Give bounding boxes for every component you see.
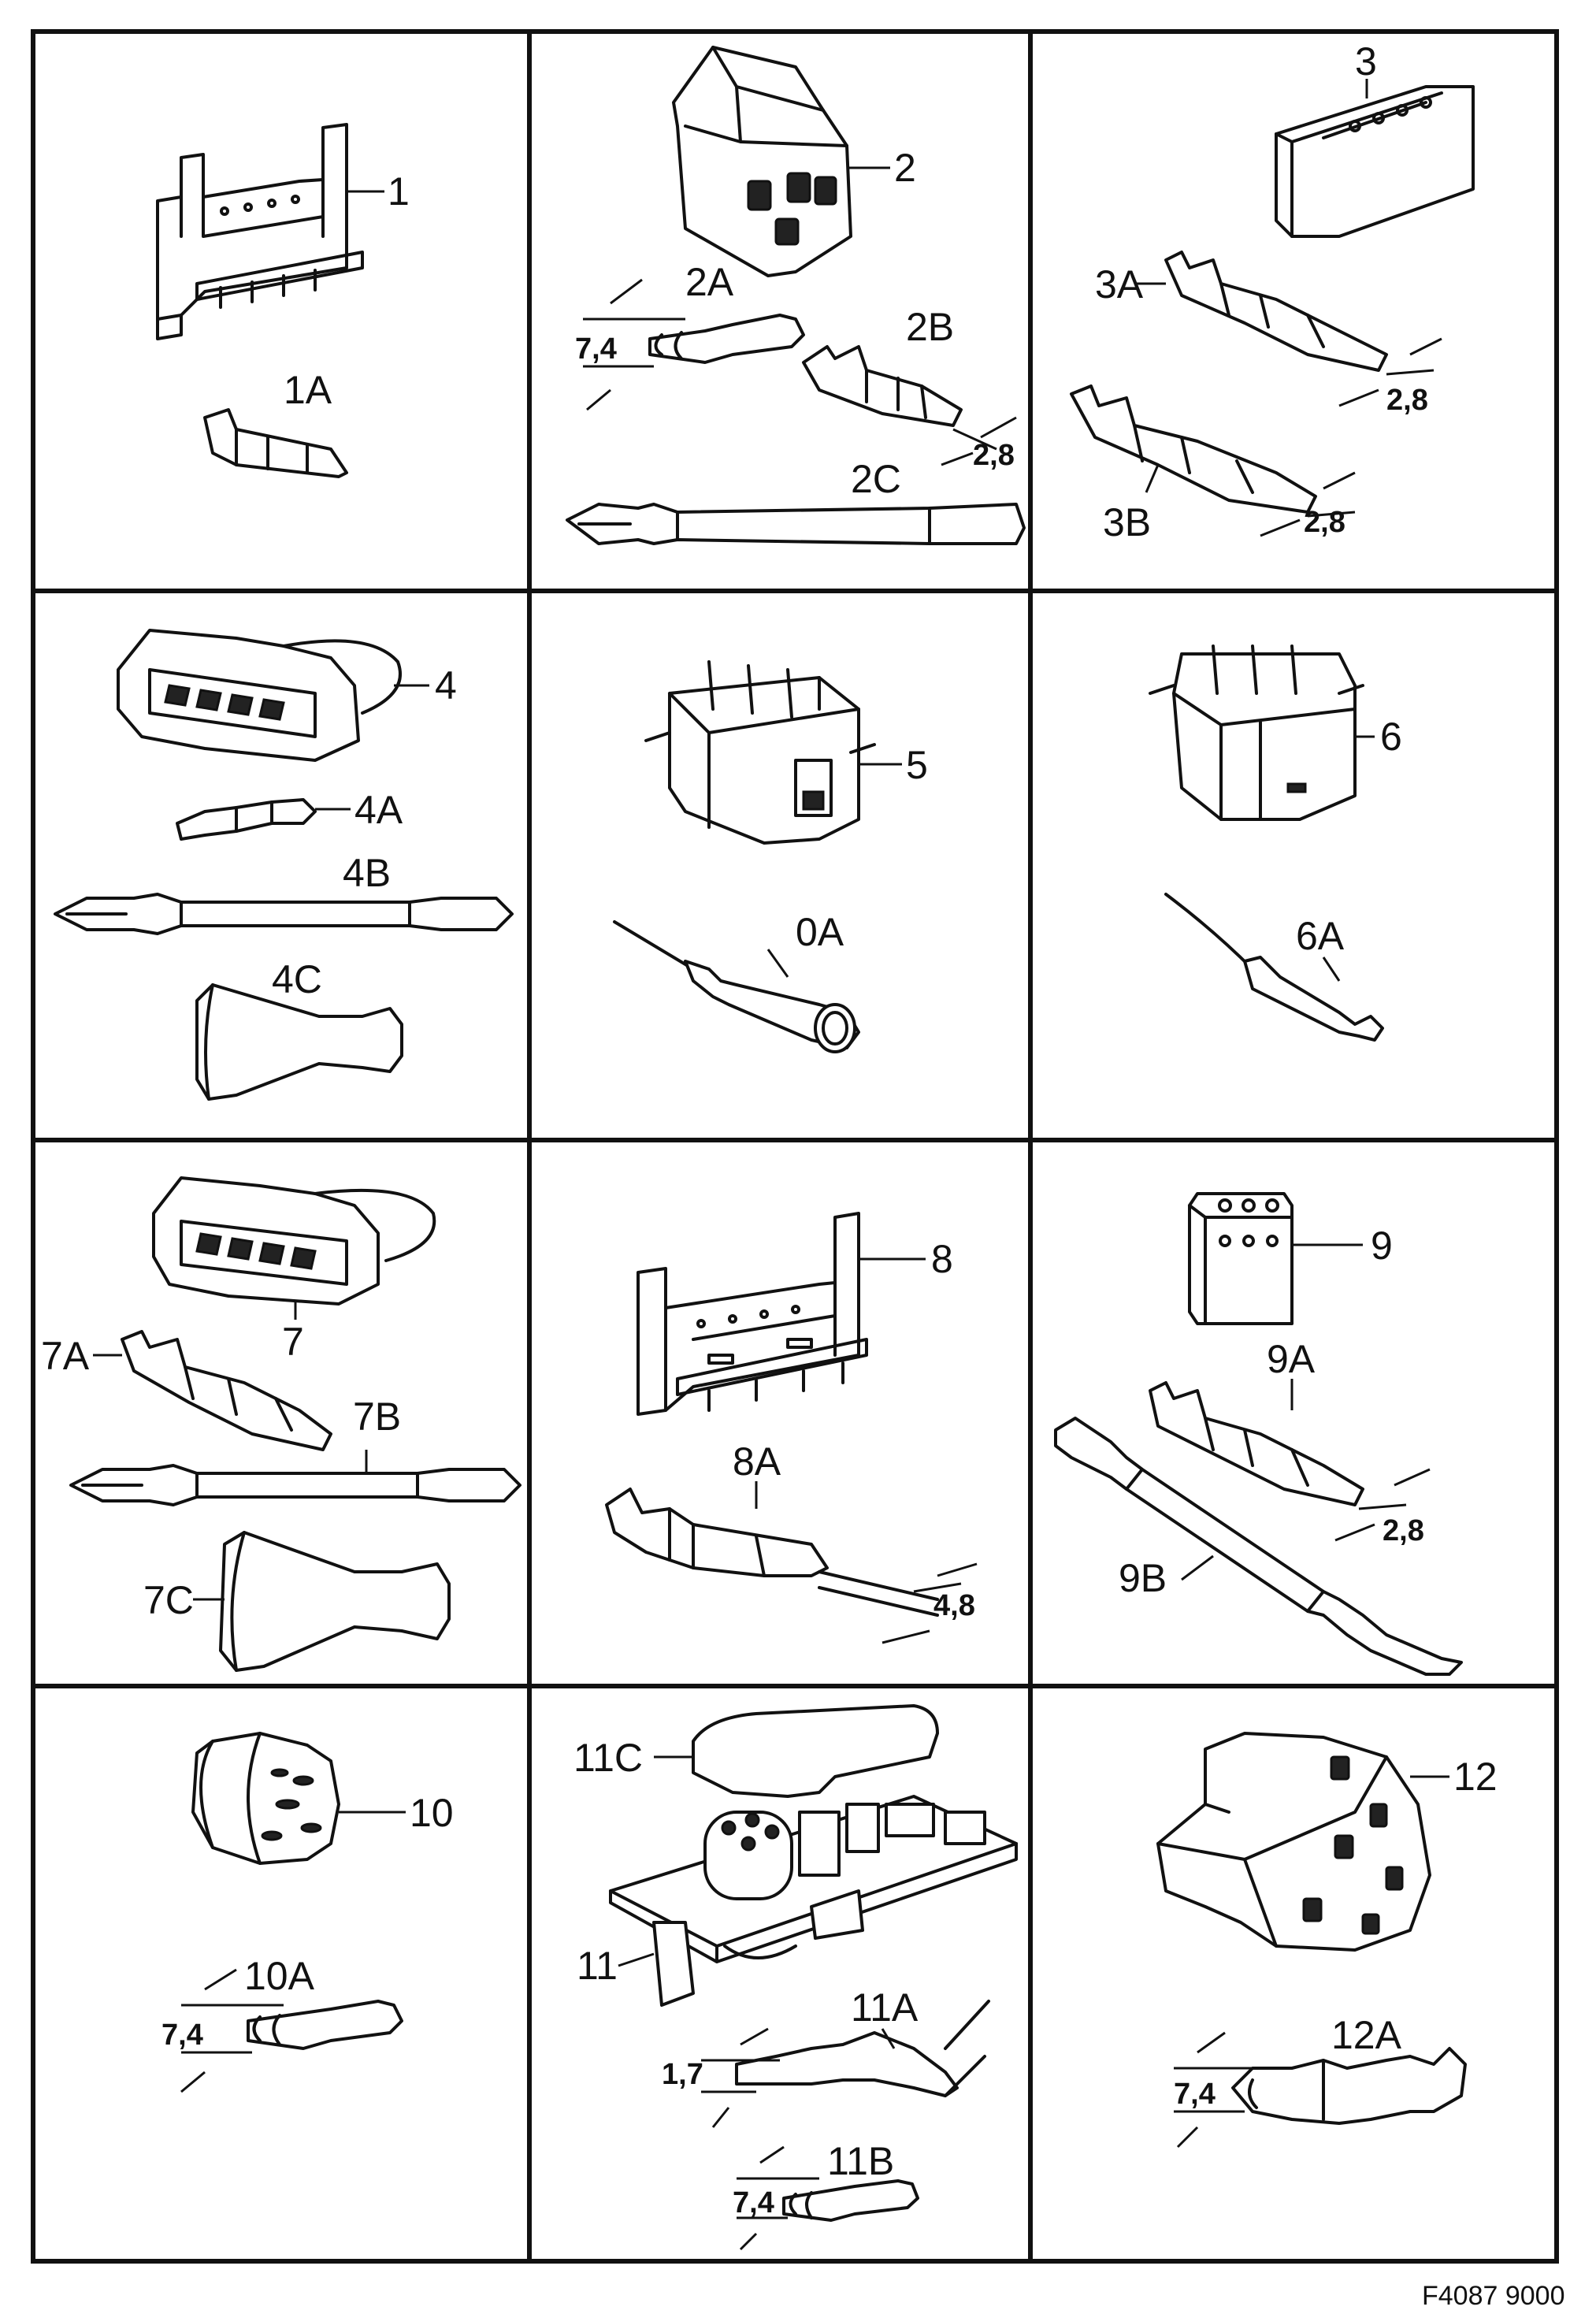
cell-6: 6 6A: [1149, 644, 1402, 1042]
boot-7c-drawing: [219, 1531, 451, 1672]
terminal-2a-drawing: [648, 314, 805, 364]
figure-code: F4087 9000: [1422, 2281, 1565, 2311]
terminal-2b-drawing: [802, 345, 963, 427]
cell-4: 4 4A 4B 4C: [54, 629, 514, 1101]
label-2: 2: [894, 146, 916, 190]
label-7c: 7C: [143, 1578, 194, 1622]
cell-12: 12 12A 7,4: [1156, 1732, 1498, 2149]
connector-8-drawing: [637, 1212, 868, 1416]
boot-4c-drawing: [195, 983, 403, 1101]
terminal-4b-drawing: [54, 893, 514, 935]
connector-4-drawing: [117, 629, 402, 762]
label-7a: 7A: [41, 1334, 90, 1378]
label-10: 10: [410, 1791, 454, 1835]
terminal-4a-drawing: [176, 798, 317, 841]
cover-11c-drawing: [692, 1704, 939, 1798]
connector-10-drawing: [191, 1732, 340, 1865]
label-10a: 10A: [244, 1954, 315, 1998]
connector-5-drawing: [644, 660, 876, 845]
board-11-drawing: [609, 1795, 1018, 2007]
terminal-11a-drawing: [735, 2000, 990, 2097]
terminal-8a-drawing: [605, 1488, 939, 1617]
terminal-3a-drawing: [1164, 251, 1388, 372]
label-11b: 11B: [827, 2139, 894, 2183]
label-2b: 2B: [906, 305, 954, 349]
terminal-11b-drawing: [782, 2179, 919, 2222]
label-7: 7: [282, 1320, 304, 1364]
dim-9a: 2,8: [1383, 1514, 1424, 1547]
label-8: 8: [931, 1237, 953, 1281]
label-9: 9: [1371, 1224, 1393, 1268]
label-11a: 11A: [851, 1985, 919, 2030]
label-12: 12: [1453, 1755, 1498, 1799]
label-5: 5: [906, 743, 928, 787]
label-0a: 0A: [796, 910, 844, 954]
label-12a: 12A: [1331, 2013, 1402, 2057]
dim-3a: 2,8: [1386, 384, 1428, 417]
connector-2-drawing: [672, 46, 852, 277]
terminal-3b-drawing: [1070, 384, 1317, 514]
terminal-0a-drawing: [613, 920, 860, 1053]
label-3: 3: [1355, 39, 1377, 84]
connector-9-drawing: [1188, 1192, 1294, 1325]
cell-3: 3 3A 2,8 3B 2,8: [1070, 39, 1475, 544]
dim-11b: 7,4: [733, 2186, 774, 2219]
terminal-10a-drawing: [247, 2000, 403, 2050]
connector-7-drawing: [152, 1176, 436, 1306]
terminal-9a-drawing: [1149, 1381, 1364, 1506]
cell-10: 10 10A 7,4: [161, 1732, 454, 2093]
label-9b: 9B: [1119, 1556, 1167, 1600]
cell-9: 9 9A 2,8 9B: [1054, 1192, 1463, 1676]
cell-8: 8 8A 4,8: [605, 1212, 978, 1644]
terminal-6a-drawing: [1164, 893, 1384, 1042]
label-4a: 4A: [354, 788, 403, 832]
terminal-1a-drawing: [203, 408, 348, 478]
label-4c: 4C: [272, 957, 322, 1001]
terminal-2c-drawing: [566, 503, 1026, 545]
label-6: 6: [1380, 715, 1402, 759]
label-6a: 6A: [1296, 914, 1345, 958]
label-3b: 3B: [1103, 500, 1151, 544]
dim-12a: 7,4: [1174, 2078, 1216, 2111]
label-1a: 1A: [284, 368, 332, 412]
terminal-12a-drawing: [1231, 2047, 1467, 2125]
label-2c: 2C: [851, 457, 901, 501]
cell-7: 7 7A 7B 7C: [41, 1176, 521, 1672]
cell-11: 11C 11 11A 1,7 11B: [573, 1704, 1018, 2251]
label-11: 11: [577, 1944, 618, 1988]
connector-3-drawing: [1275, 85, 1475, 238]
connector-1-drawing: [156, 123, 364, 340]
terminal-9b-drawing: [1054, 1417, 1463, 1676]
cell-1: 1 1A: [156, 123, 410, 478]
dim-11a: 1,7: [662, 2058, 703, 2091]
label-4b: 4B: [343, 851, 391, 895]
dim-2b: 2,8: [973, 439, 1015, 472]
label-4: 4: [435, 663, 457, 708]
label-11c: 11C: [573, 1736, 643, 1780]
label-2a: 2A: [685, 260, 734, 304]
cell-2: 2 2A 7,4 2B 2,8 2C: [566, 46, 1026, 545]
dim-3b: 2,8: [1304, 506, 1345, 539]
label-8a: 8A: [733, 1439, 781, 1484]
terminal-7b-drawing: [69, 1464, 521, 1506]
dim-2a: 7,4: [575, 332, 617, 366]
label-7b: 7B: [353, 1395, 401, 1439]
label-9a: 9A: [1267, 1337, 1316, 1381]
cell-5: 5 0A: [613, 660, 928, 1053]
connector-12-drawing: [1156, 1732, 1431, 1952]
label-1: 1: [388, 169, 410, 214]
dim-8a: 4,8: [933, 1589, 975, 1622]
dim-10a: 7,4: [161, 2019, 203, 2052]
terminal-7a-drawing: [121, 1330, 332, 1451]
grid-frame: [31, 29, 1559, 2264]
label-3a: 3A: [1095, 262, 1144, 306]
connector-6-drawing: [1149, 644, 1364, 821]
